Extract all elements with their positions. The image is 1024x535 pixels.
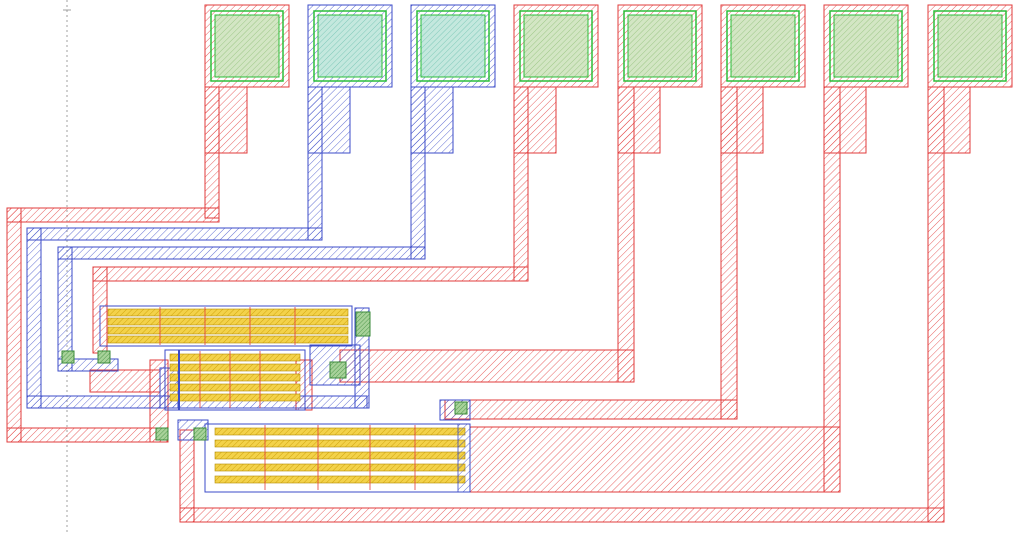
metal2-routing bbox=[26, 86, 471, 441]
metal1-routing bbox=[6, 86, 945, 523]
pad-2[interactable] bbox=[307, 4, 393, 88]
pad-row bbox=[204, 4, 1013, 88]
pad-8[interactable] bbox=[927, 4, 1013, 88]
transistor-array-upper[interactable] bbox=[99, 305, 353, 347]
pad-7[interactable] bbox=[823, 4, 909, 88]
pad-3[interactable] bbox=[410, 4, 496, 88]
pad-1[interactable] bbox=[204, 4, 290, 88]
transistor-array-lower[interactable] bbox=[204, 423, 471, 493]
contacts bbox=[61, 311, 468, 441]
pad-6[interactable] bbox=[720, 4, 806, 88]
pad-4[interactable] bbox=[513, 4, 599, 88]
transistor-array-middle[interactable] bbox=[164, 349, 306, 411]
pad-5[interactable] bbox=[617, 4, 703, 88]
